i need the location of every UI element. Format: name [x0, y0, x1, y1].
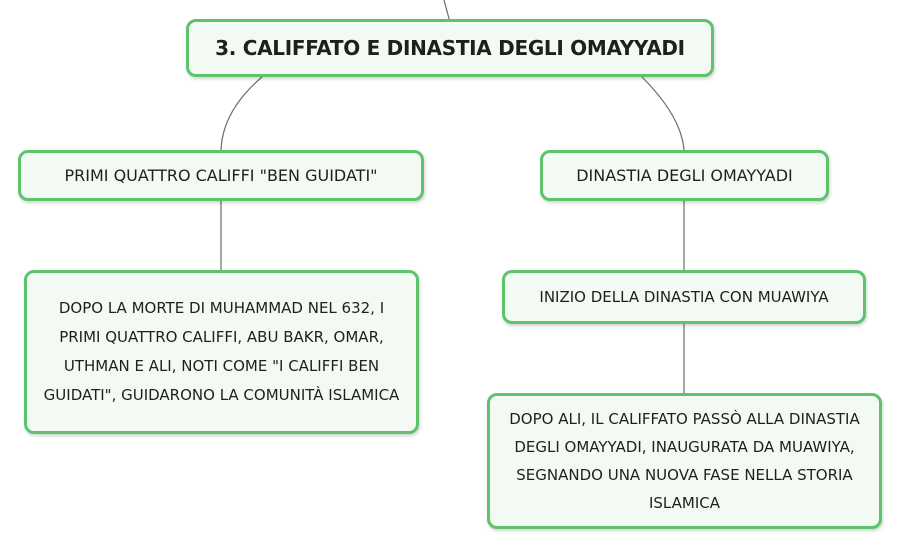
topic-primi-quattro-califfi[interactable]: PRIMI QUATTRO CALIFFI "BEN GUIDATI"	[18, 150, 424, 201]
topic-dinastia-omayyadi-label: DINASTIA DEGLI OMAYYADI	[576, 166, 793, 185]
subtopic-inizio-dinastia-label: INIZIO DELLA DINASTIA CON MUAWIYA	[539, 288, 829, 306]
connector-incoming	[443, 0, 450, 20]
root-topic[interactable]: 3. CALIFFATO E DINASTIA DEGLI OMAYYADI	[186, 19, 714, 77]
subtopic-califfi-ben-guidati-text: DOPO LA MORTE DI MUHAMMAD NEL 632, I PRI…	[43, 299, 400, 404]
subtopic-omayyadi-text: DOPO ALI, IL CALIFFATO PASSÒ ALLA DINAST…	[509, 410, 860, 512]
topic-dinastia-omayyadi[interactable]: DINASTIA DEGLI OMAYYADI	[540, 150, 829, 201]
connector-root-right	[641, 76, 685, 151]
connector-root-left	[220, 76, 263, 151]
root-topic-label: 3. CALIFFATO E DINASTIA DEGLI OMAYYADI	[215, 36, 685, 60]
subtopic-califfi-ben-guidati-detail[interactable]: DOPO LA MORTE DI MUHAMMAD NEL 632, I PRI…	[24, 270, 419, 434]
topic-primi-quattro-califfi-label: PRIMI QUATTRO CALIFFI "BEN GUIDATI"	[64, 166, 378, 185]
subtopic-inizio-dinastia[interactable]: INIZIO DELLA DINASTIA CON MUAWIYA	[502, 270, 866, 324]
subtopic-omayyadi-detail[interactable]: DOPO ALI, IL CALIFFATO PASSÒ ALLA DINAST…	[487, 393, 882, 529]
